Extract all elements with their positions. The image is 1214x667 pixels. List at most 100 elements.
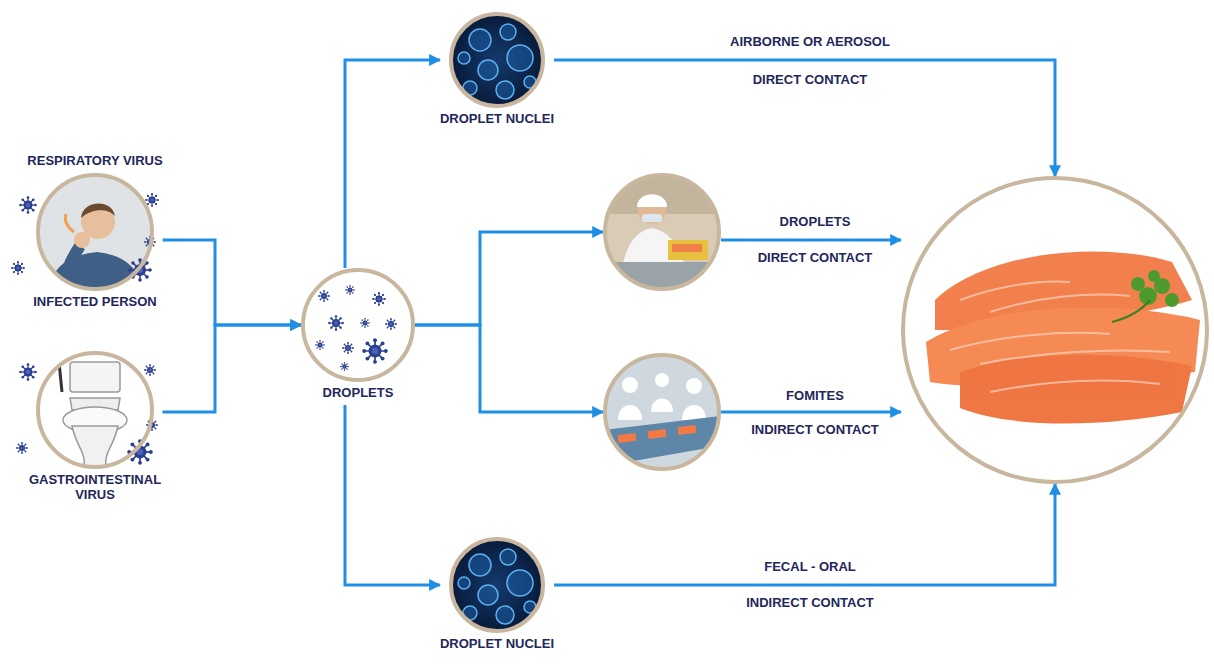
toilet-part: [58, 352, 62, 392]
droplet-nuclei-image-part: [496, 606, 514, 624]
droplet-nuclei-image-part: [458, 24, 536, 99]
droplet-nuclei-circle: DROPLET NUCLEI: [440, 537, 554, 656]
flow-arrow: [163, 240, 301, 325]
contact-type: DIRECT CONTACT: [750, 72, 871, 88]
circle-frame: [603, 173, 721, 291]
node-label: INFECTED PERSON: [33, 295, 157, 310]
salmon-fillets-part: [1112, 300, 1150, 322]
circle-outline: [603, 353, 721, 471]
node-label: RESPIRATORY VIRUS: [27, 154, 162, 169]
virus-particles-part: [19, 363, 37, 381]
node-label: DROPLET NUCLEI: [440, 637, 554, 652]
droplet-particles-part: [362, 338, 388, 364]
droplet-particles-part: [342, 342, 354, 354]
droplet-nuclei-image-part: [458, 577, 470, 589]
droplet-nuclei-image-part: [524, 76, 536, 88]
virus-particles: [11, 193, 159, 282]
circle-outline: [301, 268, 415, 382]
salmon-fillets-part: [1131, 270, 1179, 307]
processing-line-photo-part: [618, 433, 637, 443]
edge-label: AIRBORNE OR AEROSOL: [727, 34, 893, 50]
virus-particles-part: [144, 236, 156, 248]
processing-line-photo-part: [655, 373, 669, 387]
flow-arrow: [345, 60, 440, 268]
droplet-nuclei-image-part: [496, 81, 514, 99]
circle-frame: [901, 176, 1209, 484]
droplet-nuclei-image-part: [500, 549, 516, 565]
circle-border: [303, 270, 413, 380]
worker-circle: [603, 173, 721, 291]
droplet-nuclei-image-part: [450, 538, 544, 632]
droplet-nuclei-image-part: [463, 81, 477, 95]
virus-particles-part: [16, 442, 28, 454]
droplet-nuclei-image-part: [507, 45, 533, 71]
virus-particles-part: [144, 364, 156, 376]
droplet-nuclei-image-part: [458, 52, 470, 64]
coughing-person-part: [65, 214, 74, 232]
salmon-fillets: [903, 178, 1207, 482]
flow-arrow: [415, 232, 603, 325]
contact-type: INDIRECT CONTACT: [743, 595, 877, 611]
droplet-particles-part: [300, 268, 416, 384]
processing-line-photo-part: [686, 378, 702, 394]
flow-arrow: [163, 325, 302, 412]
processing-circle: [603, 353, 721, 471]
circle-border: [38, 175, 152, 289]
droplet-particles-part: [372, 292, 386, 306]
circle-border: [451, 14, 543, 106]
flow-arrow: [554, 60, 1055, 176]
toilet-circle: GASTROINTESTINAL VIRUS: [28, 351, 163, 507]
circle-frame: [603, 353, 721, 471]
salmon-fillets-part: [990, 381, 1160, 392]
circle-outline: [449, 537, 545, 633]
salmon-fillets-part: [950, 282, 1170, 392]
droplet-particles-part: [315, 340, 325, 350]
salmon-fillets-part: [950, 333, 1110, 350]
worker-photo-part: [637, 194, 667, 207]
droplet-nuclei-circle: DROPLET NUCLEI: [440, 12, 554, 131]
circle-border: [903, 178, 1207, 482]
toilet: [35, 350, 155, 470]
droplet-particles-part: [360, 318, 370, 328]
contact-type: DIRECT CONTACT: [755, 250, 876, 266]
contact-type: INDIRECT CONTACT: [748, 422, 882, 438]
circle-border: [605, 175, 719, 289]
flow-arrow: [554, 484, 1055, 585]
worker-photo-part: [642, 214, 662, 222]
circle-outline: [36, 351, 154, 469]
salmon-fillets-part: [1148, 270, 1160, 282]
salmon-fillets-part: [903, 178, 1207, 482]
droplet-nuclei-image-part: [524, 601, 536, 613]
droplet-nuclei-image-part: [478, 60, 498, 80]
salmon-circle: [901, 176, 1209, 484]
virus-particles-part: [19, 196, 37, 214]
coughing-person: [35, 172, 155, 300]
processing-line-photo-part: [618, 405, 642, 420]
droplets-circle: DROPLETS: [301, 268, 415, 405]
circle-border: [451, 539, 543, 631]
flow-arrow: [721, 411, 901, 414]
salmon-fillets-part: [960, 355, 1192, 424]
worker-photo-part: [668, 240, 708, 260]
droplet-nuclei-image-part: [469, 29, 491, 51]
virus-particles-part: [11, 261, 25, 275]
droplet-particles: [300, 268, 416, 384]
circle-outline: [603, 173, 721, 291]
infected-person-circle: RESPIRATORY VIRUS INFECTED PERSON: [27, 150, 162, 314]
processing-line-photo-part: [682, 405, 706, 420]
processing-line-photo-part: [651, 399, 673, 413]
processing-line-photo-part: [648, 429, 667, 439]
droplet-nuclei-image-part: [450, 13, 544, 107]
salmon-fillets-part: [1165, 293, 1179, 307]
processing-line-photo-part: [604, 354, 720, 470]
node-label: DROPLET NUCLEI: [440, 112, 554, 127]
processing-line-photo-part: [604, 416, 720, 466]
coughing-person-part: [62, 246, 80, 292]
circle-outline: [449, 12, 545, 108]
droplet-nuclei-image-part: [458, 549, 536, 624]
worker-photo-part: [604, 174, 720, 290]
droplet-particles-part: [340, 362, 349, 371]
circle-border: [605, 355, 719, 469]
circle-frame: [36, 173, 154, 291]
